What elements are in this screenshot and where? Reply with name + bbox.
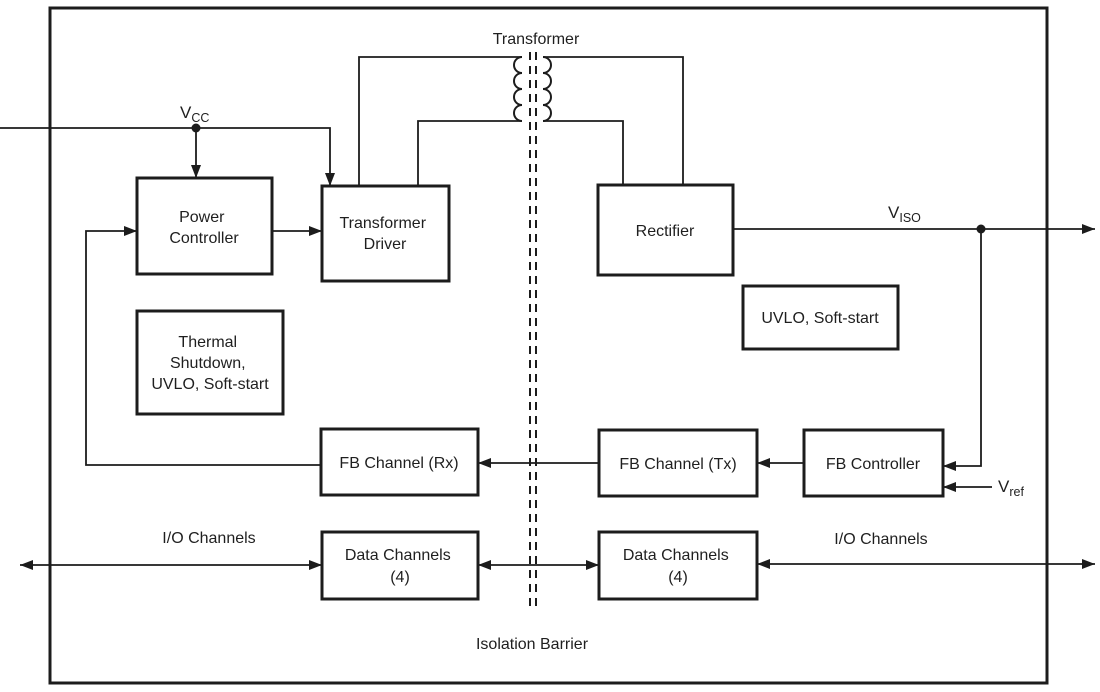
rectifier-block	[596, 183, 735, 277]
data-channels-right-label: Data Channels (4)	[623, 547, 733, 586]
fb-channel-tx-block	[597, 428, 759, 498]
vcc-label: VCC	[180, 103, 209, 125]
fb-controller-label: FB Controller	[826, 456, 921, 473]
transformer-title: Transformer	[493, 31, 580, 48]
uvlo-soft-start-label: UVLO, Soft-start	[761, 310, 879, 327]
transformer-driver-block	[320, 184, 451, 283]
feedback-to-power-controller-line	[85, 226, 321, 466]
fb-channel-tx-label: FB Channel (Tx)	[619, 456, 736, 473]
data-channels-left-block	[320, 530, 480, 601]
transformer-secondary-winding	[542, 56, 552, 122]
transformer-primary-winding	[513, 56, 523, 122]
viso-label: VISO	[888, 203, 921, 225]
primary-bottom-wire	[417, 120, 522, 186]
power-controller-block	[135, 176, 274, 276]
data-channels-right-block	[597, 530, 759, 601]
vcc-junction-dot	[191, 123, 201, 133]
io-channels-right-label: I/O Channels	[834, 531, 927, 548]
secondary-top-wire	[543, 56, 684, 185]
fb-channel-rx-block	[319, 427, 480, 497]
power-controller-label: Power Controller	[169, 209, 239, 247]
rectifier-label: Rectifier	[636, 223, 695, 240]
data-channels-left-label: Data Channels (4)	[345, 547, 455, 586]
io-channels-left-label: I/O Channels	[162, 530, 255, 547]
vcc-supply-line	[0, 127, 335, 186]
thermal-shutdown-block	[135, 309, 285, 416]
transformer-driver-label: Transformer Driver	[340, 215, 431, 253]
outer-border	[48, 6, 1049, 685]
fb-controller-block	[802, 428, 945, 498]
primary-top-wire	[358, 56, 522, 186]
uvlo-soft-start-block	[741, 284, 900, 351]
thermal-shutdown-label: Thermal Shutdown, UVLO, Soft-start	[151, 334, 269, 393]
viso-to-fb-controller-line	[943, 229, 982, 471]
secondary-bottom-wire	[543, 120, 624, 185]
isolation-barrier-label: Isolation Barrier	[476, 636, 589, 653]
fb-channel-rx-label: FB Channel (Rx)	[339, 455, 458, 472]
vref-label: Vref	[998, 477, 1024, 499]
